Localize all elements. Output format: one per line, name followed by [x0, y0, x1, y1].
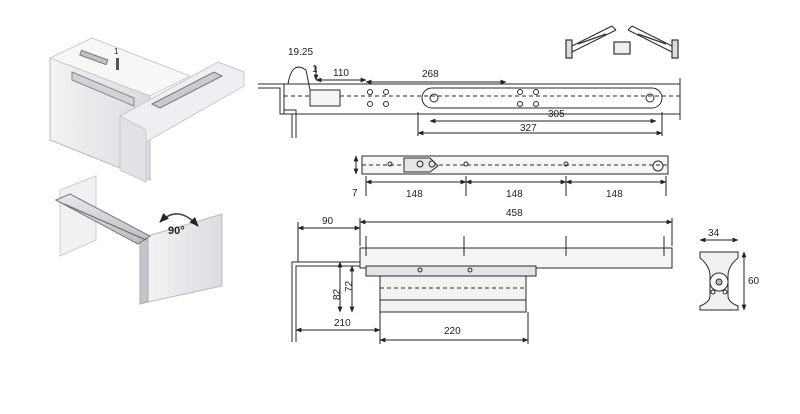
dim-left-offset: 90 [322, 216, 334, 227]
bracket-dimensions: 34 60 [699, 228, 760, 311]
dim-side-height: 7 [352, 188, 358, 199]
top-profile-view [258, 66, 681, 138]
isometric-rotation-view: 90° [54, 175, 223, 305]
plan-view-dimensions: 90 458 82 72 210 220 [295, 208, 673, 344]
dim-spacing-3: 148 [606, 189, 623, 200]
rotation-arrow-icon [159, 213, 199, 227]
side-view-dimensions: 7 148 148 148 [352, 155, 667, 200]
dim-top-offset: 19.25 [288, 47, 313, 58]
bracket-detail [699, 251, 739, 311]
dim-bottom-offset: 210 [334, 318, 351, 329]
dim-bracket-width: 34 [708, 228, 720, 239]
opening-schematic [565, 25, 679, 59]
dim-height-inner: 72 [344, 280, 355, 292]
screw-icon [116, 58, 119, 70]
small-mark-label: 1 [312, 64, 318, 75]
dim-bottom-length: 220 [444, 326, 461, 337]
plan-view [291, 236, 673, 342]
dim-slot-length: 305 [548, 109, 565, 120]
side-view [361, 155, 669, 175]
dim-spacing-2: 148 [506, 189, 523, 200]
dim-height-outer: 82 [332, 288, 343, 300]
rotation-label: 90° [168, 225, 185, 237]
dim-top-span: 268 [422, 69, 439, 80]
dim-top-left: 110 [333, 68, 349, 79]
screw-mark-label: 1 [114, 47, 119, 56]
dim-bracket-height: 60 [748, 276, 760, 287]
dim-total-length: 327 [520, 123, 537, 134]
top-profile-dimensions: 19.25 1 110 268 305 327 [288, 47, 663, 136]
isometric-install-view: 1 [48, 37, 245, 183]
dim-arm-length: 458 [506, 208, 523, 219]
dim-spacing-1: 148 [406, 189, 423, 200]
